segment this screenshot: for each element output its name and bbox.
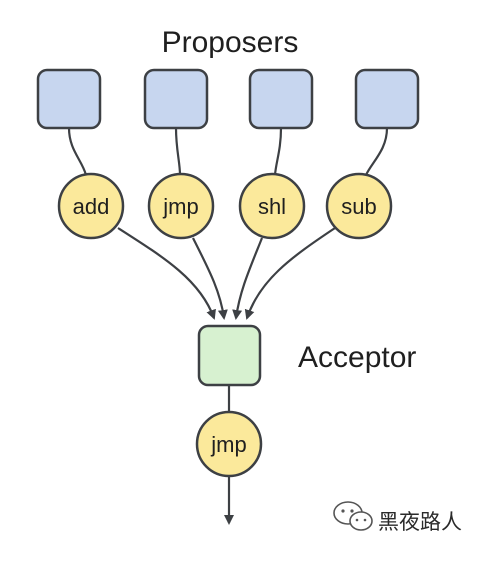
arrow-sub-to-acceptor [244,227,336,320]
acceptor-label: Acceptor [298,341,416,374]
connector-proposer-3 [273,127,283,176]
arrow-add-to-acceptor [117,227,216,320]
value-circle-jmp [147,172,215,240]
value-circle-sub [325,172,393,240]
value-label-sub: sub [341,194,376,219]
arrow-shl-to-acceptor [232,237,264,320]
connector-proposer-2 [174,127,182,176]
value-circle-add [57,172,125,240]
result-label: jmp [210,432,246,457]
acceptor-box [197,324,262,387]
proposer-box-4 [354,68,420,130]
value-label-jmp: jmp [162,194,198,219]
proposers-title: Proposers [162,26,299,59]
wechat-icon [333,501,373,531]
proposer-box-2 [143,68,209,130]
connector-proposer-1 [67,127,88,176]
value-label-shl: shl [258,194,286,219]
proposer-box-1 [36,68,102,130]
arrow-jmp-to-acceptor [192,237,228,320]
watermark-text: 黑夜路人 [378,510,462,534]
value-label-add: add [73,194,110,219]
connector-proposer-4 [365,127,389,176]
proposer-box-3 [248,68,314,130]
value-circle-shl [238,172,306,240]
